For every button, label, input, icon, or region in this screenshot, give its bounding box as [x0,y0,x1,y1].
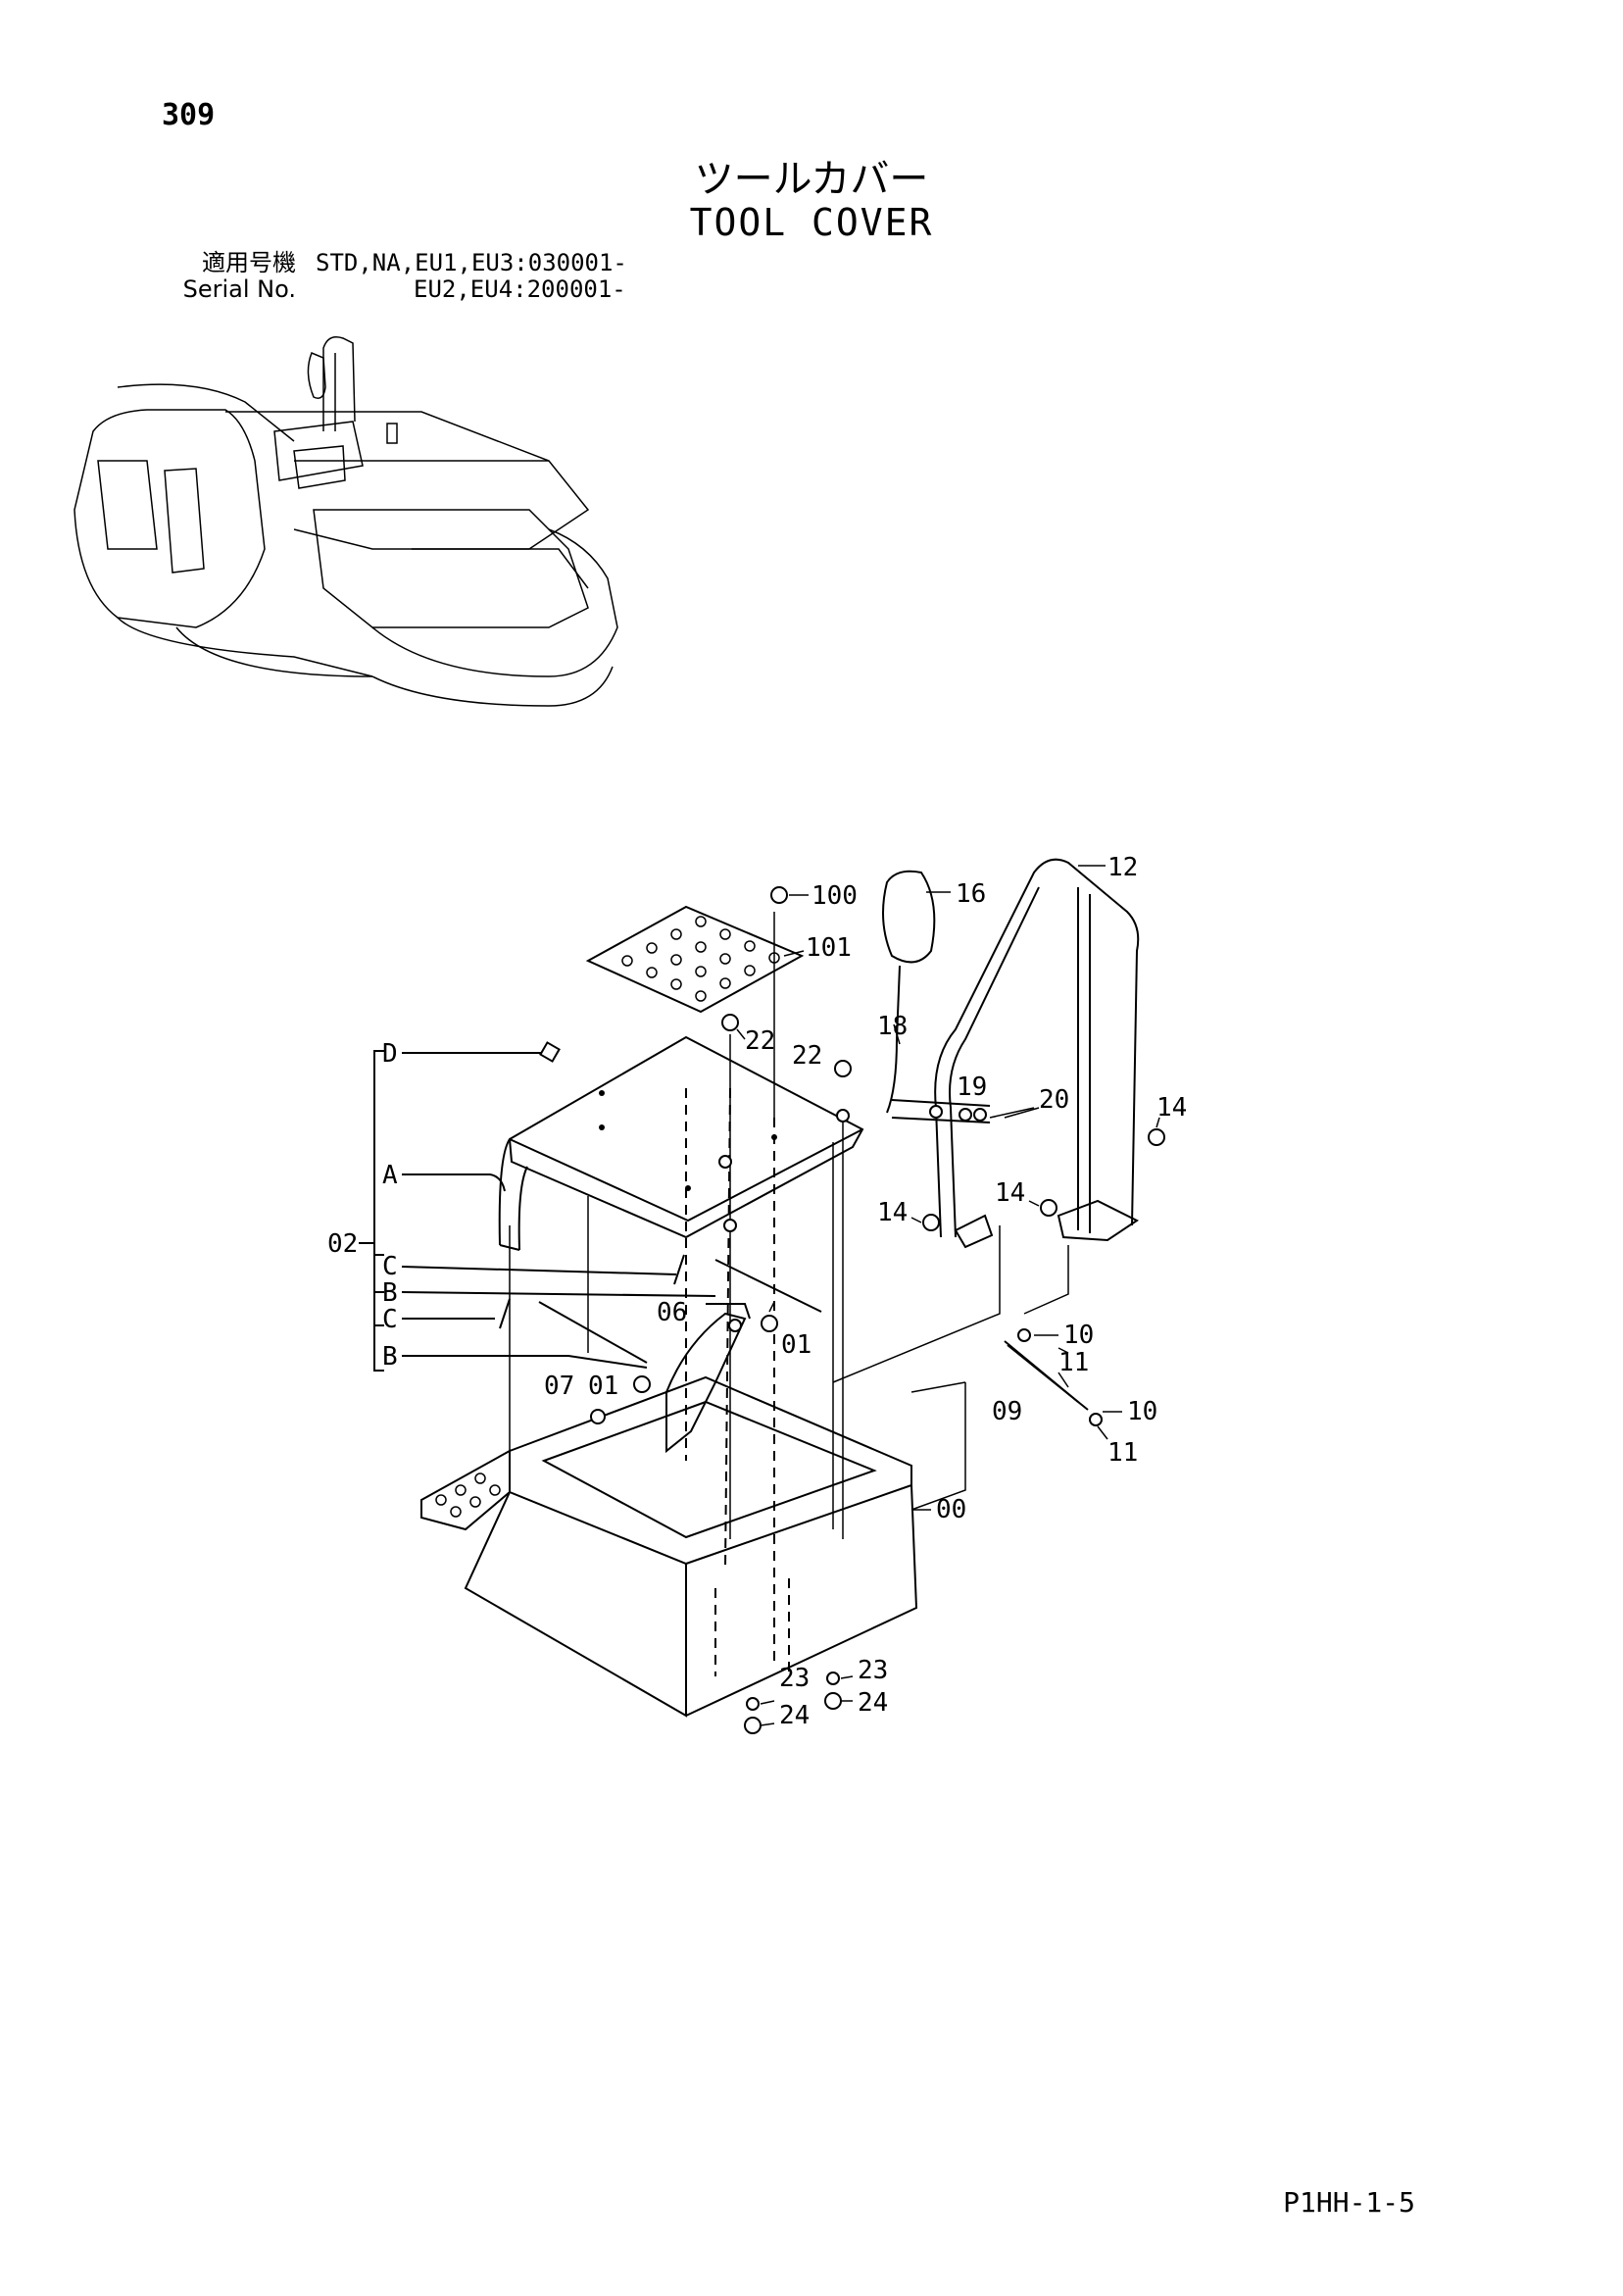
callout-11-upper: 11 [1058,1348,1089,1377]
callout-09: 09 [992,1397,1022,1426]
callout-leaders [736,865,1160,1726]
handrail-inner [949,886,1040,1238]
callout-12: 12 [1107,853,1138,882]
callout-23-left: 23 [779,1664,810,1693]
callout-100: 100 [812,881,858,911]
callout-00: 00 [936,1495,966,1524]
group-bracket-02 [373,1050,384,1372]
strut-B2 [538,1301,648,1364]
assembly-line [724,1087,731,1570]
stay-bracket-line [891,1117,991,1123]
step-plate [420,1449,511,1531]
assembly-line [832,1225,1001,1383]
lid-hole [599,1090,605,1096]
leader-B2 [402,1355,648,1369]
serial-label-serial: Serial No. [182,275,296,303]
callout-11-lower: 11 [1107,1438,1138,1468]
hinge-plate [706,1303,751,1320]
callout-C-upper: C [382,1252,398,1281]
box-front-face [464,1491,687,1718]
box-side-face [685,1484,918,1717]
callout-101: 101 [806,933,852,963]
callout-22-right: 22 [792,1041,822,1071]
rod-C2 [499,1298,511,1329]
callout-18: 18 [877,1012,908,1041]
callout-14-left: 14 [877,1198,908,1227]
page-number: 309 [162,98,216,132]
callout-19: 19 [957,1073,987,1102]
lid-side-left [498,1138,511,1246]
callout-14-right: 14 [1156,1093,1187,1123]
title-japanese: ツールカバー [694,157,929,202]
callout-C-lower: C [382,1305,398,1334]
page-footer-code: P1HH-1-5 [1283,2186,1415,2219]
callout-14-middle: 14 [995,1178,1025,1208]
stay-bracket-line-2 [891,1099,991,1107]
handrail [934,858,1140,1238]
leader-B1 [401,1291,716,1297]
callout-22-left: 22 [745,1026,775,1056]
box-opening [541,1400,877,1539]
assembly-line [910,1381,966,1393]
callout-01-left: 01 [588,1372,618,1401]
callout-06: 06 [657,1298,687,1327]
handrail-post [1077,887,1091,1233]
callout-A: A [382,1161,398,1190]
assembly-line [1023,1245,1069,1315]
callout-20: 20 [1039,1085,1069,1115]
callout-10-upper: 10 [1063,1321,1094,1350]
serial-label-models: 適用号機 [202,249,296,276]
callout-02: 02 [327,1229,358,1259]
serial-value-models: STD,NA,EU1,EU3:030001- [316,249,627,276]
step-holes [435,1472,501,1518]
bracket-ticks [374,1254,384,1326]
callout-D: D [382,1039,398,1069]
box-top-rim [509,1375,912,1566]
callout-07: 07 [544,1372,574,1401]
callout-16: 16 [956,879,986,909]
bolt-markers [539,886,1165,1734]
lid-hole [599,1124,605,1130]
handrail-base-plate [1057,1199,1139,1242]
callout-24-left: 24 [779,1701,810,1730]
gas-spring-body [1004,1340,1079,1403]
assembly-line [910,1382,966,1511]
hinge-bracket [665,1312,747,1454]
lid-side-inner [517,1166,528,1251]
serial-applicability: 適用号機 STD,NA,EU1,EU3:030001- Serial No. E… [157,250,627,303]
serial-value-serial: EU2,EU4:200001- [414,275,626,303]
serial-row-models: 適用号機 STD,NA,EU1,EU3:030001- [157,250,627,276]
callout-23-right: 23 [858,1656,888,1685]
handrail-foot [954,1214,994,1249]
callout-01-right: 01 [781,1330,812,1360]
serial-row-serial: Serial No. EU2,EU4:200001- [157,276,627,303]
strut-B1 [714,1259,822,1313]
mirror [882,870,936,964]
callout-24-right: 24 [858,1688,888,1718]
callout-10-lower: 10 [1127,1397,1157,1426]
callout-labels: 100 16 12 101 18 D 22 22 19 20 14 A 14 1… [327,853,1187,1730]
rod-C1 [673,1254,685,1285]
perforated-plate [585,905,805,1014]
callout-B-upper: B [382,1278,398,1308]
leader-A [402,1173,506,1192]
title-english: TOOL COVER [689,201,934,244]
callout-B-lower: B [382,1342,398,1372]
lid-top-edge [509,1128,863,1223]
leader-C1 [401,1266,677,1275]
mirror-stay [886,965,901,1114]
